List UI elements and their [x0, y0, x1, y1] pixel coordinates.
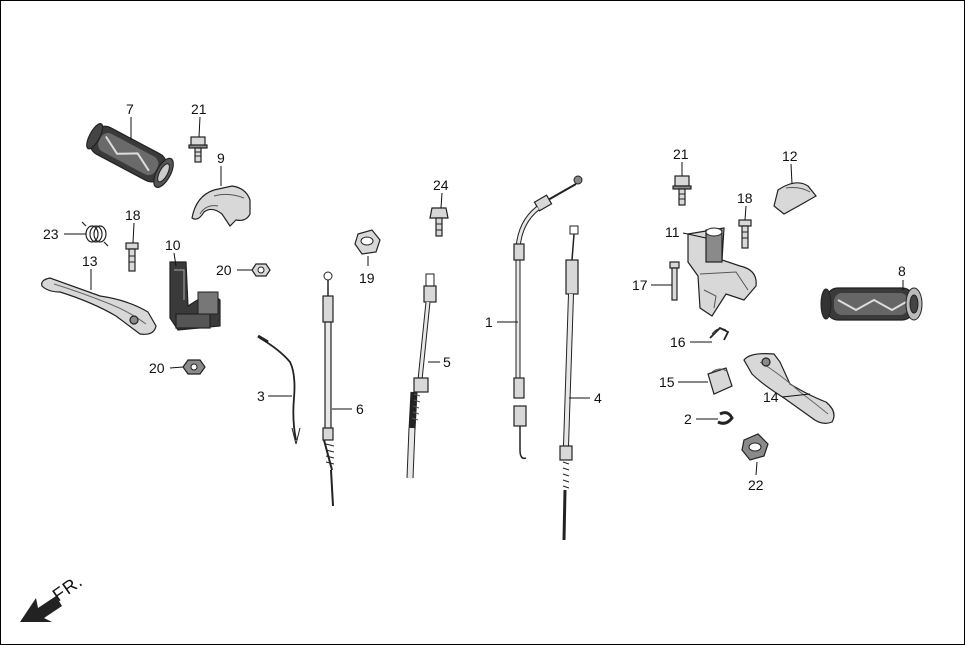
callout-labels: 7 21 9 18 23 10 13 20 20 3 6 19 24 5 1 4… — [43, 101, 906, 493]
part-11-lever-bracket — [687, 227, 757, 317]
callout-21: 21 — [191, 101, 207, 117]
front-arrow-icon — [20, 596, 62, 622]
part-14-right-lever — [743, 353, 835, 424]
part-10-switch-housing — [169, 261, 221, 331]
part-18-bolt-right — [738, 219, 752, 249]
part-20-nut-upper — [251, 263, 271, 277]
callout-15: 15 — [659, 374, 675, 390]
callout-20: 20 — [149, 360, 165, 376]
part-21-bolt-right — [672, 175, 692, 206]
part-21-bolt-left — [188, 136, 208, 163]
callout-21: 21 — [673, 146, 689, 162]
part-24-bolt — [429, 207, 449, 237]
callout-3: 3 — [257, 388, 265, 404]
part-23-spring — [81, 221, 109, 247]
part-7-left-grip — [86, 123, 174, 188]
leader-lines — [64, 116, 904, 476]
part-22-nut — [741, 433, 769, 461]
part-6-cable — [322, 271, 335, 507]
callout-12: 12 — [782, 148, 798, 164]
callout-11: 11 — [665, 224, 680, 240]
part-8-right-grip — [820, 287, 923, 321]
part-16-clip — [709, 326, 730, 341]
callout-23: 23 — [43, 226, 59, 242]
callout-8: 8 — [898, 263, 906, 279]
callout-18: 18 — [737, 190, 753, 206]
callout-14: 14 — [763, 389, 779, 405]
part-4-cable — [559, 225, 579, 541]
callout-5: 5 — [443, 354, 451, 370]
part-2-washer — [717, 411, 734, 425]
part-20-nut-lower — [182, 359, 206, 375]
callout-17: 17 — [632, 277, 648, 293]
part-1-cable — [513, 175, 583, 460]
callout-1: 1 — [485, 314, 493, 330]
part-3-wire — [257, 334, 301, 445]
callout-19: 19 — [359, 270, 375, 286]
front-direction-indicator: FR. — [20, 571, 87, 622]
callout-24: 24 — [433, 177, 449, 193]
callout-22: 22 — [748, 477, 764, 493]
callout-7: 7 — [126, 101, 134, 117]
part-17-pin — [669, 261, 680, 301]
callout-9: 9 — [217, 150, 225, 166]
callout-2: 2 — [684, 411, 692, 427]
part-13-left-lever — [41, 277, 157, 335]
callout-16: 16 — [670, 334, 686, 350]
part-18-bolt-left — [125, 242, 139, 272]
callout-18: 18 — [125, 207, 141, 223]
callout-13: 13 — [82, 253, 98, 269]
callout-20: 20 — [216, 262, 232, 278]
callout-6: 6 — [356, 401, 364, 417]
callout-10: 10 — [165, 237, 181, 253]
part-12-clamp — [773, 182, 817, 215]
part-9-switch-cover — [191, 185, 251, 227]
part-5-cable — [406, 273, 437, 479]
part-19-nut — [354, 229, 381, 255]
callout-4: 4 — [594, 390, 602, 406]
part-15-brake-switch — [707, 367, 733, 395]
